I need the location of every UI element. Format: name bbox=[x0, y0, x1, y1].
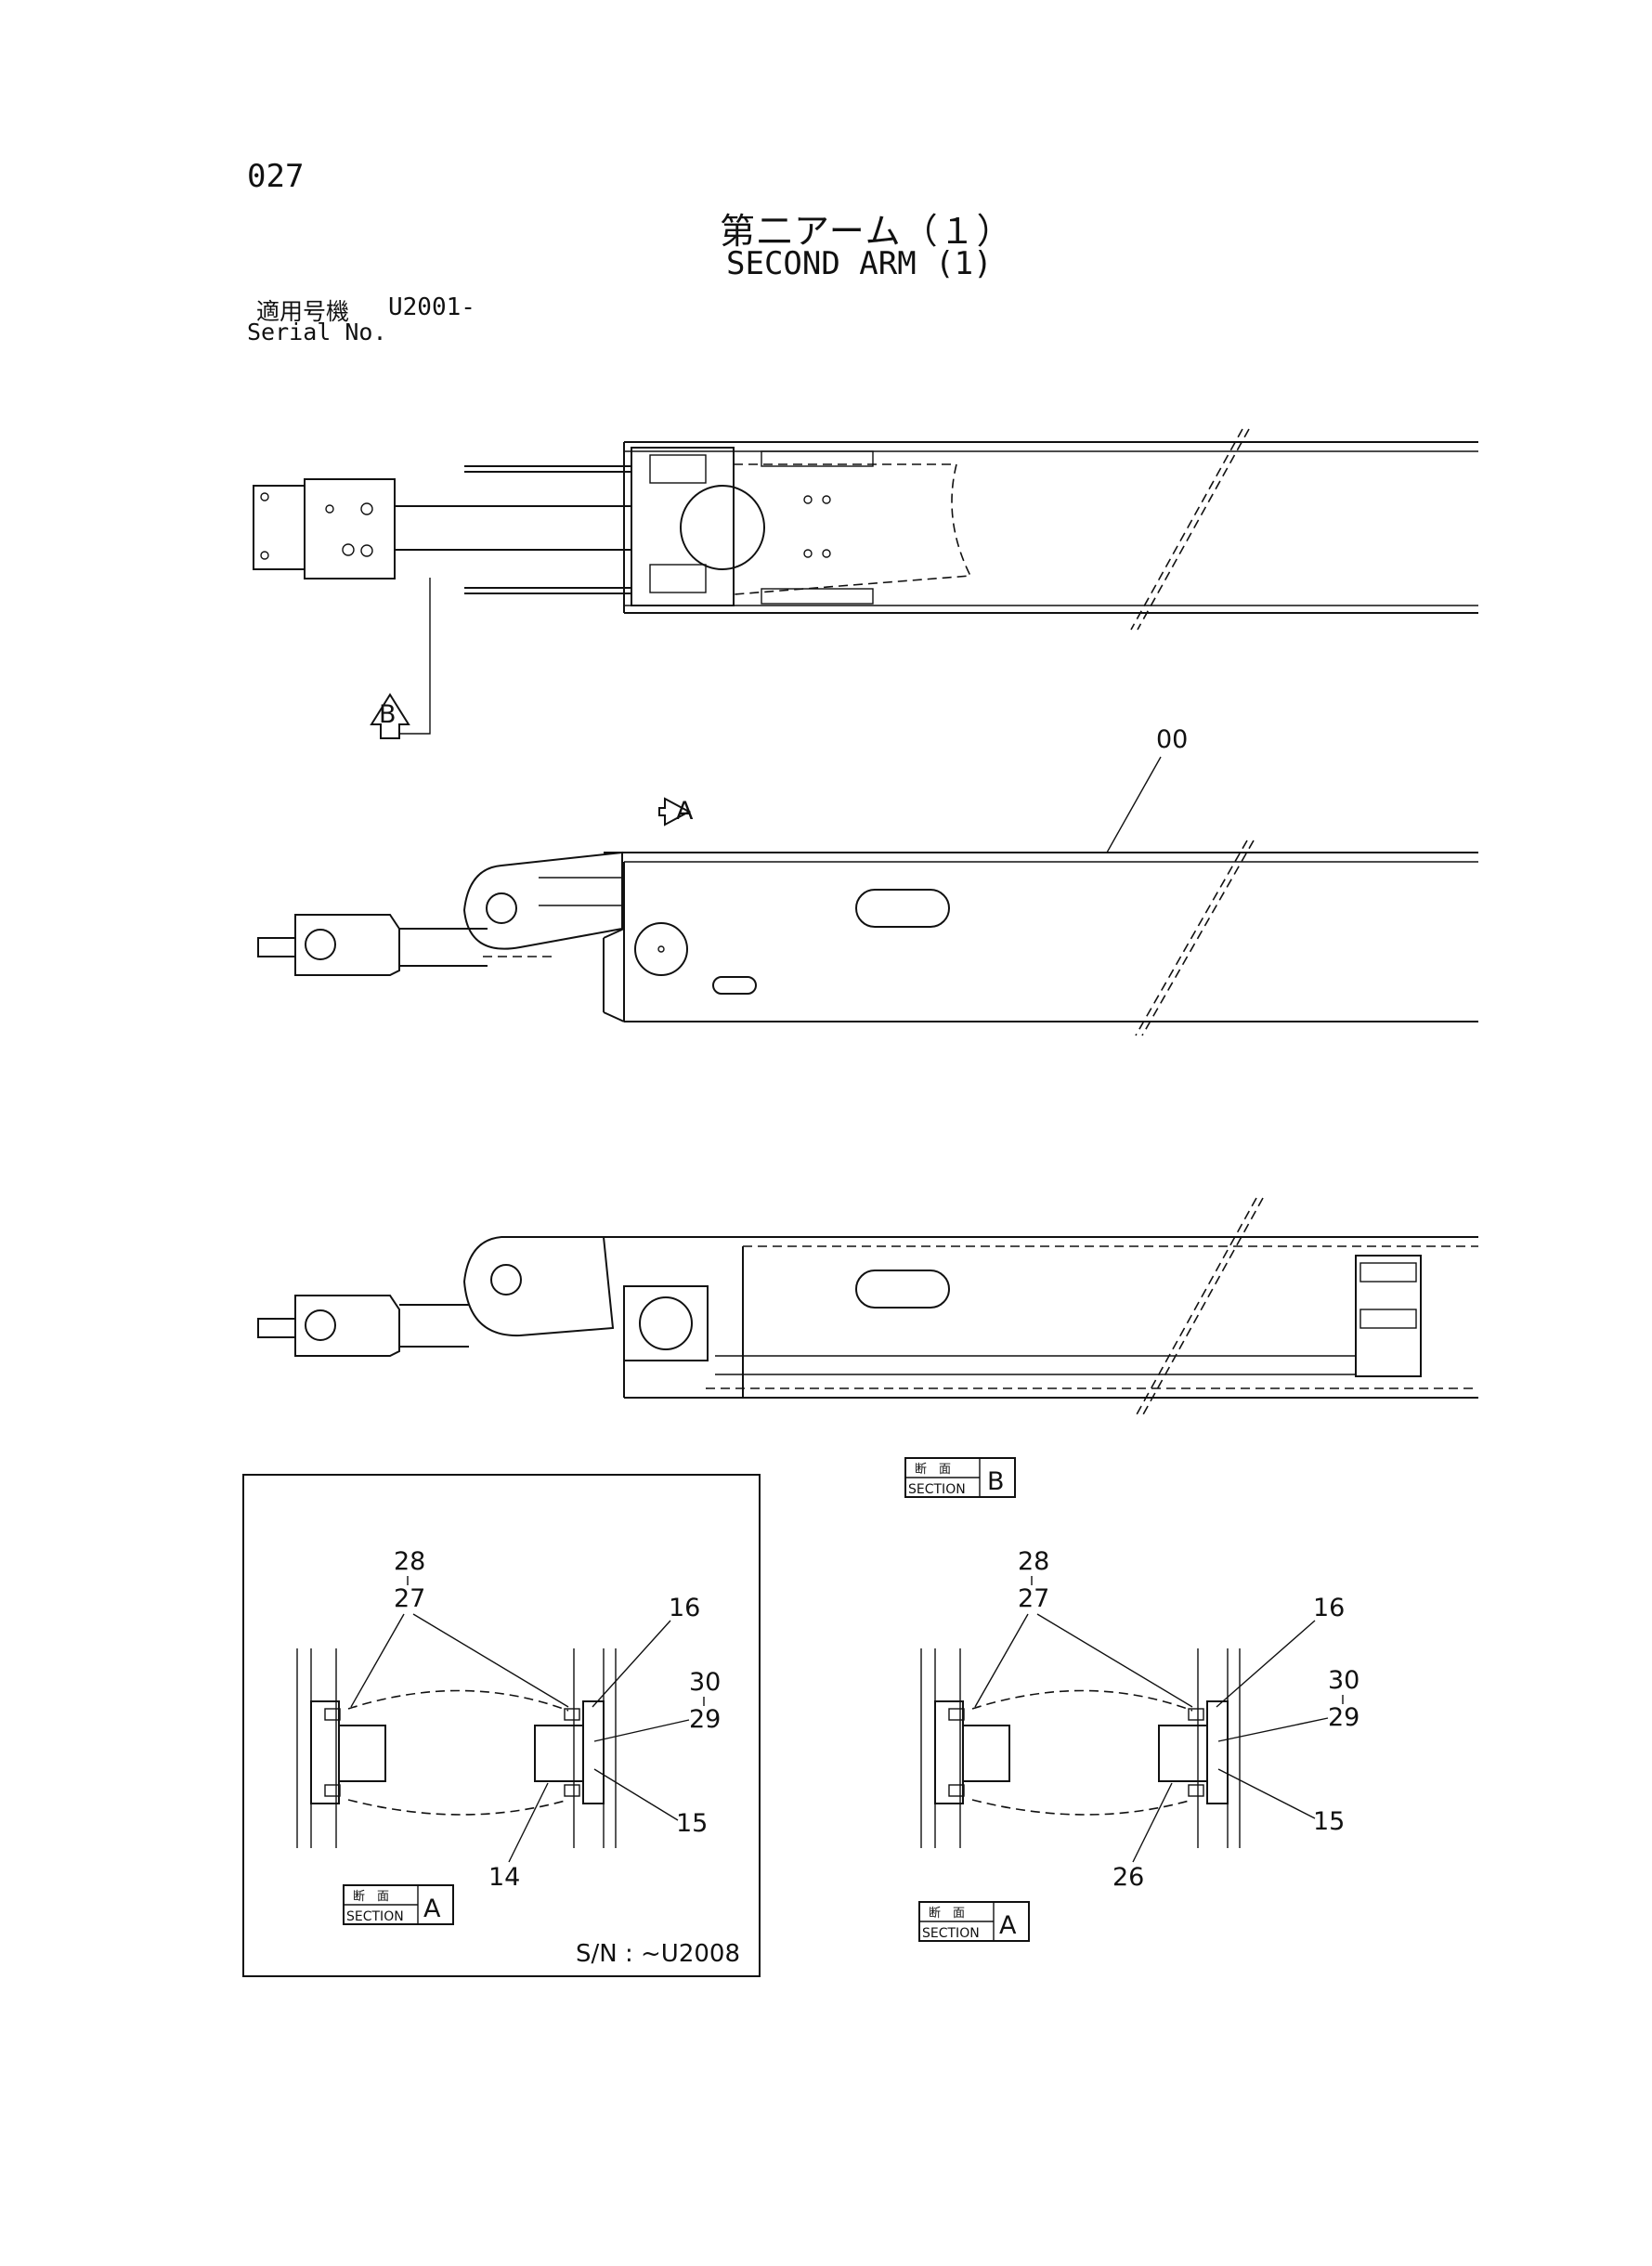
inset-callout-27: 27 bbox=[394, 1584, 425, 1613]
title-japanese: 第二アーム（１） bbox=[720, 211, 1014, 252]
part-callout-00: 00 bbox=[1156, 725, 1188, 754]
top-view-drawing: B bbox=[253, 428, 1478, 739]
callout-28: 28 bbox=[1018, 1547, 1049, 1576]
inset-section-a-jp: 断 面 bbox=[353, 1890, 389, 1904]
inset-callout-15: 15 bbox=[676, 1809, 708, 1838]
callout-30: 30 bbox=[1328, 1666, 1359, 1695]
section-a-en: SECTION bbox=[922, 1926, 980, 1941]
view-marker-a: A bbox=[676, 797, 694, 826]
section-b-label: 断 面 SECTION B bbox=[904, 1457, 1016, 1498]
callout-15: 15 bbox=[1313, 1807, 1345, 1836]
view-marker-b: B bbox=[379, 700, 397, 729]
page-number: 027 bbox=[247, 158, 305, 195]
section-b-en: SECTION bbox=[908, 1482, 966, 1497]
inset-callout-30: 30 bbox=[689, 1668, 721, 1697]
side-view-drawing: A 00 bbox=[257, 725, 1478, 1036]
serial-label-japanese: 適用号機 bbox=[256, 298, 350, 325]
title-english: SECOND ARM (1) bbox=[726, 245, 993, 282]
inset-section-a-letter: A bbox=[423, 1895, 441, 1923]
serial-value: U2001- bbox=[388, 293, 475, 321]
inset-callout-28: 28 bbox=[394, 1547, 425, 1576]
inset-section-a: 28 27 16 30 29 15 14 断 面 SECTION A S/N :… bbox=[242, 1474, 761, 1977]
inset-callout-29: 29 bbox=[689, 1705, 721, 1734]
section-b-letter: B bbox=[987, 1467, 1005, 1496]
serial-label-english: Serial No. bbox=[247, 319, 387, 345]
section-a-letter: A bbox=[999, 1911, 1017, 1940]
section-a-drawing: 28 27 16 30 29 15 26 断 面 SECTION A bbox=[918, 1547, 1359, 1942]
lower-view-drawing bbox=[257, 1197, 1478, 1417]
inset-callout-16: 16 bbox=[669, 1594, 700, 1622]
callout-16: 16 bbox=[1313, 1594, 1345, 1622]
section-b-jp: 断 面 bbox=[915, 1463, 951, 1477]
inset-section-a-en: SECTION bbox=[346, 1909, 404, 1924]
callout-29: 29 bbox=[1328, 1703, 1359, 1732]
section-a-jp: 断 面 bbox=[929, 1907, 965, 1921]
callout-26: 26 bbox=[1112, 1863, 1144, 1892]
inset-serial-note: S/N : ~U2008 bbox=[576, 1940, 740, 1968]
inset-callout-14: 14 bbox=[488, 1863, 520, 1892]
callout-27: 27 bbox=[1018, 1584, 1049, 1613]
